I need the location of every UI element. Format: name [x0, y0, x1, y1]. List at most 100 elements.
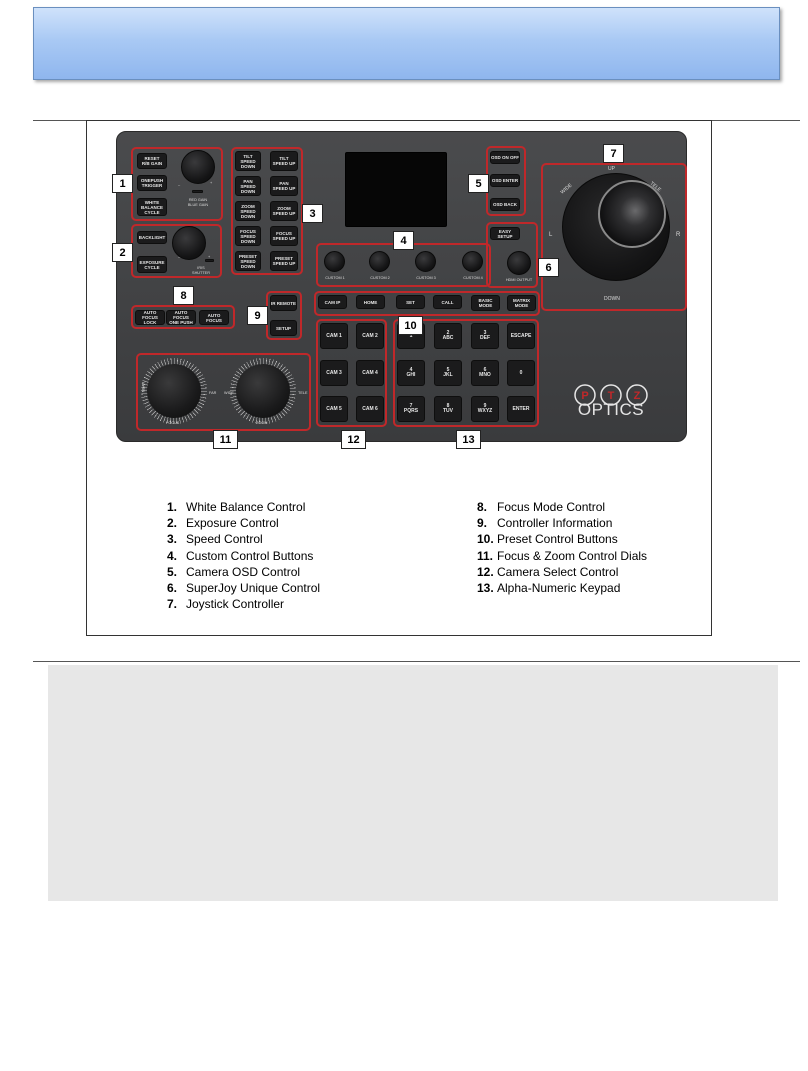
- callout-box-10: [314, 291, 540, 316]
- logo-letter-p: P: [581, 390, 588, 402]
- key-0: 0: [507, 360, 535, 386]
- key-setup: SETUP: [270, 320, 297, 336]
- custom-2-caption: CUSTOM 2: [370, 276, 390, 280]
- logo-circle-p: [574, 384, 596, 406]
- callout-number-7: 7: [603, 144, 624, 163]
- hdmi-output-caption: HDMI OUTPUT: [505, 278, 533, 282]
- header-banner: [33, 7, 780, 80]
- callout-box-8: [131, 305, 235, 329]
- exp-plus-caption: +: [208, 255, 211, 259]
- focus-label-caption: FOCUS: [166, 421, 180, 425]
- callout-number-11: 11: [213, 430, 238, 449]
- exp-indicator: [205, 259, 214, 262]
- custom-knob-4: [462, 251, 483, 272]
- key-zoom-speed-down: ZOOM SPEED DOWN: [235, 201, 261, 221]
- key-osd-back: OSD BACK: [490, 198, 520, 211]
- key-preset-speed-up: PRESET SPEED UP: [270, 251, 298, 271]
- exp-minus-caption: –: [178, 255, 181, 259]
- callout-box-3: [231, 147, 303, 275]
- key-8: 8 TUV: [434, 396, 462, 422]
- red-blue-gain-caption: RED GAIN BLUE GAIN: [187, 198, 209, 207]
- key-easy-setup: EASY SETUP: [490, 227, 520, 240]
- hdmi-knob: [507, 251, 531, 275]
- key-set: SET: [396, 295, 425, 309]
- key-onepush-trigger: ONEPUSH TRIGGER: [137, 175, 167, 191]
- joy-r-caption: R: [676, 232, 681, 238]
- callout-number-3: 3: [302, 204, 323, 223]
- callout-box-13: [393, 319, 539, 427]
- key-2: 2 ABC: [434, 323, 462, 349]
- key-exposure-cycle: EXPOSURE CYCLE: [137, 256, 167, 273]
- callout-number-2: 2: [112, 243, 133, 262]
- key-cam-1: CAM 1: [320, 323, 348, 349]
- key-auto-focus-one-push: AUTO FOCUS ONE PUSH: [166, 310, 196, 325]
- wb-minus-caption: –: [178, 183, 181, 187]
- legend-text: Speed Control: [186, 532, 263, 547]
- legend-text: Focus Mode Control: [497, 500, 606, 514]
- custom-knob-1: [324, 251, 345, 272]
- callout-number-8: 8: [173, 286, 194, 305]
- key-4: 4 GHI: [397, 360, 425, 386]
- key-focus-speed-down: FOCUS SPEED DOWN: [235, 226, 261, 246]
- custom-3-caption: CUSTOM 3: [416, 276, 436, 280]
- key-backlight: BACKLIGHT: [137, 231, 167, 244]
- callout-box-6: [486, 222, 538, 288]
- key-call: CALL: [433, 295, 462, 309]
- legend-num: 10.: [477, 532, 494, 547]
- legend-text: Camera Select Control: [497, 564, 619, 579]
- joy-up-caption: UP: [608, 166, 615, 172]
- legend-item: 8.Focus Mode Control: [477, 499, 647, 515]
- callout-number-12: 12: [341, 430, 366, 449]
- key-pan-speed-down: PAN SPEED DOWN: [235, 176, 261, 196]
- logo-circle-t: [600, 384, 622, 406]
- logo-letter-t: T: [608, 390, 615, 402]
- callout-number-6: 6: [538, 258, 559, 277]
- legend-text: Controller Information: [497, 516, 613, 531]
- legend-item: 10.Preset Control Buttons: [477, 531, 647, 547]
- key-enter: ENTER: [507, 396, 535, 422]
- callout-box-2: [131, 224, 222, 278]
- zoom-wide-caption: WIDE: [224, 391, 234, 395]
- legend-item: 12.Camera Select Control: [477, 564, 647, 580]
- legend-right: 8.Focus Mode Control 9.Controller Inform…: [477, 499, 647, 596]
- legend-left: 1.White Balance Control 2.Exposure Contr…: [167, 499, 320, 612]
- callout-box-1: [131, 147, 223, 221]
- legend-text: SuperJoy Unique Control: [186, 580, 321, 595]
- key-cam-2: CAM 2: [356, 323, 384, 349]
- lcd-screen: [345, 152, 447, 227]
- legend-num: 7.: [167, 597, 178, 612]
- callout-box-12: [316, 319, 387, 427]
- key-3: 3 DEF: [471, 323, 499, 349]
- legend-item: 1.White Balance Control: [167, 499, 320, 515]
- legend-text: Custom Control Buttons: [186, 548, 314, 563]
- key-osd-enter: OSD ENTER: [490, 174, 520, 187]
- legend-num: 1.: [167, 500, 178, 514]
- callout-number-1: 1: [112, 174, 133, 193]
- key-basic-mode: BASIC MODE: [471, 295, 500, 311]
- legend-num: 4.: [167, 548, 178, 563]
- bottom-divider: [33, 661, 800, 662]
- legend-num: 6.: [167, 580, 178, 595]
- callout-number-5: 5: [468, 174, 489, 193]
- exposure-knob: [172, 226, 206, 260]
- legend-item: 4. Custom Control Buttons: [167, 548, 320, 564]
- wb-indicator: [192, 190, 203, 193]
- legend-text: Preset Control Buttons: [497, 532, 618, 547]
- legend-text: Joystick Controller: [186, 597, 285, 612]
- key-auto-focus-lock: AUTO FOCUS LOCK: [135, 310, 165, 325]
- legend-item: 2.Exposure Control: [167, 515, 320, 531]
- custom-knob-3: [415, 251, 436, 272]
- custom-knob-2: [369, 251, 390, 272]
- legend-num: 5.: [167, 564, 178, 579]
- key-9: 9 WXYZ: [471, 396, 499, 422]
- logo-letter-z: Z: [634, 390, 641, 402]
- legend-item: 13.Alpha-Numeric Keypad: [477, 580, 647, 596]
- key-pan-speed-up: PAN SPEED UP: [270, 176, 298, 196]
- callout-number-10: 10: [398, 316, 423, 335]
- joystick-handle: [598, 180, 666, 248]
- legend-item: 11.Focus & Zoom Control Dials: [477, 548, 647, 564]
- legend-item: 9.Controller Information: [477, 515, 647, 531]
- zoom-label-caption: ZOOM: [256, 421, 268, 425]
- key-cam-6: CAM 6: [356, 396, 384, 422]
- key-cam-5: CAM 5: [320, 396, 348, 422]
